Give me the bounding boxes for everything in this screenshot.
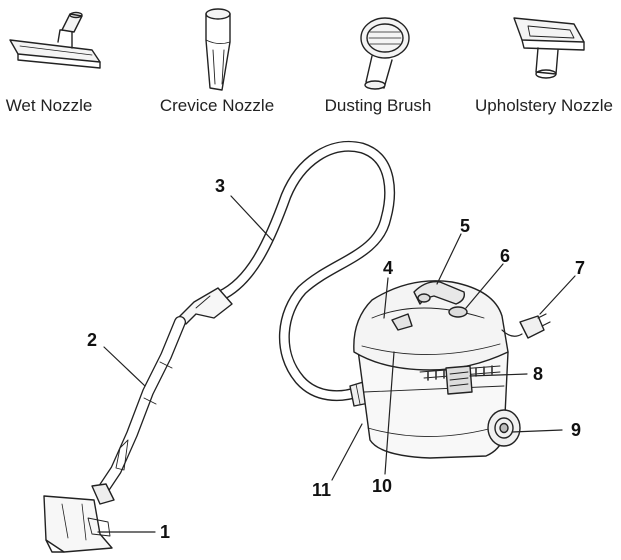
callout-4: 4 [383, 258, 393, 278]
wet-nozzle-illustration [9, 11, 101, 69]
caption-wet-nozzle: Wet Nozzle [5, 96, 93, 115]
callout-5: 5 [460, 216, 470, 236]
callout-6: 6 [500, 246, 510, 266]
extension-wand [98, 316, 186, 494]
callout-8: 8 [533, 364, 543, 384]
callout-numbers: 1 2 3 4 5 6 7 8 9 10 11 [87, 176, 585, 542]
leader-lines [97, 195, 576, 533]
crevice-nozzle-illustration [205, 8, 231, 91]
vacuum-canister [353, 280, 551, 459]
caption-dusting-brush: Dusting Brush [324, 96, 432, 115]
callout-3: 3 [215, 176, 225, 196]
callout-10: 10 [372, 476, 392, 496]
hose [177, 141, 396, 407]
callout-2: 2 [87, 330, 97, 350]
caption-crevice-nozzle: Crevice Nozzle [159, 96, 275, 115]
callout-9: 9 [571, 420, 581, 440]
caption-upholstery-nozzle: Upholstery Nozzle [475, 96, 613, 115]
callout-11: 11 [312, 480, 331, 500]
callout-1: 1 [160, 522, 170, 542]
callout-7: 7 [575, 258, 585, 278]
floor-nozzle-illustration [43, 483, 115, 553]
upholstery-nozzle-illustration [513, 17, 585, 79]
dusting-brush-illustration [360, 17, 410, 90]
